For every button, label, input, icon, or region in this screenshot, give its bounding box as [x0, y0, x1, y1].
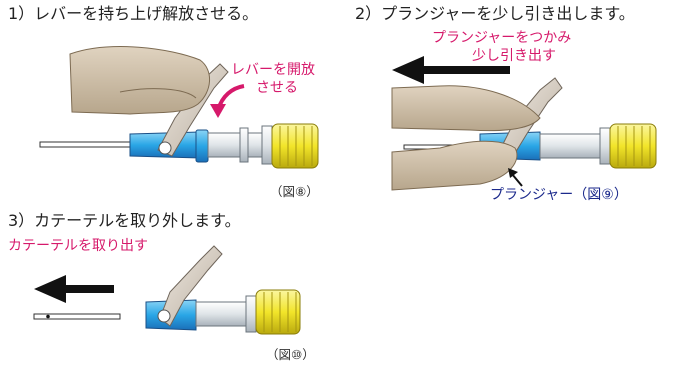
step3-note: カテーテルを取り出す	[8, 238, 148, 254]
step3-caption: （図⑩）	[266, 347, 315, 362]
step2-title: 2）プランジャーを少し引き出します。	[355, 4, 635, 23]
step2-note-line2: 少し引き出す	[472, 48, 556, 64]
step2-caption: プランジャー（図⑨）	[490, 187, 628, 203]
pull-arrow-shaft	[420, 66, 510, 74]
step1-note-line2: させる	[256, 80, 298, 96]
detached-catheter	[33, 313, 121, 320]
catheter-tube	[39, 141, 136, 148]
figure-8	[39, 46, 319, 169]
figure-10	[33, 245, 301, 335]
yellow-cap	[271, 123, 319, 169]
step1-note-line1: レバーを開放	[231, 62, 315, 78]
step3-title: 3）カテーテルを取り外します。	[8, 211, 241, 230]
clear-body	[207, 132, 269, 158]
figure-9	[391, 56, 657, 191]
step1-caption: （図⑧）	[270, 184, 319, 199]
hand	[69, 46, 210, 115]
step2-note-line1: プランジャーをつかみ	[432, 30, 572, 46]
hand-upper	[391, 85, 541, 132]
hand-lower	[391, 140, 518, 191]
step1-title: 1）レバーを持ち上げ解放させる。	[8, 4, 259, 23]
